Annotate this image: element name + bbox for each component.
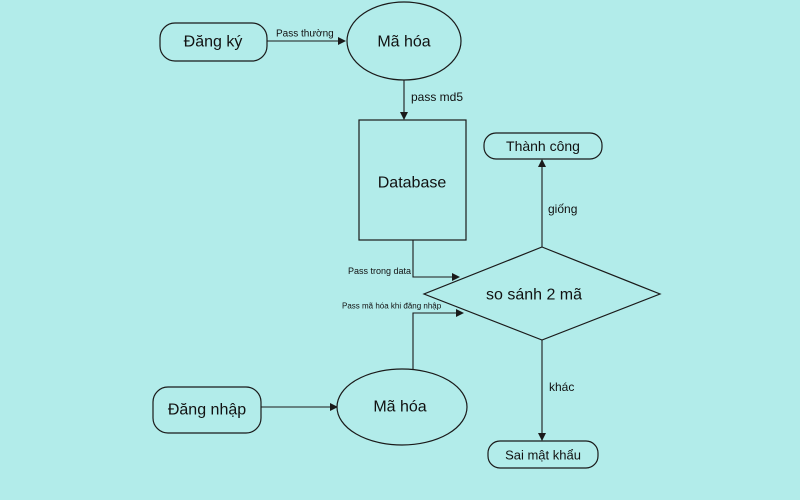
success-node-label: Thành công	[506, 138, 580, 154]
compare-decision-node-label: so sánh 2 mã	[486, 287, 582, 304]
nodes: Đăng ký Mã hóa Database Thành công so sá…	[152, 1, 662, 469]
database-node-label: Database	[378, 175, 447, 192]
wrong-password-node-label: Sai mật khẩu	[505, 448, 581, 463]
database-node	[358, 119, 467, 241]
encrypt-login-node-label: Mã hóa	[373, 399, 426, 416]
edge-labels: Pass thường pass md5 Pass trong data Pas…	[276, 29, 577, 395]
success-node	[483, 132, 603, 160]
edges	[261, 37, 546, 441]
encrypt-register-node	[346, 1, 462, 81]
edge-label-pass-encrypted-login: Pass mã hóa khi đăng nhập	[342, 302, 442, 311]
compare-decision-node	[422, 246, 662, 341]
encrypt-login-node	[336, 368, 468, 446]
register-node	[159, 22, 268, 62]
edge-label-pass-in-data: Pass trong data	[348, 266, 411, 276]
edge-login-encrypt-to-compare	[412, 309, 464, 369]
edge-label-pass-normal: Pass thường	[276, 29, 334, 40]
edge-label-pass-md5: pass md5	[411, 90, 463, 104]
wrong-password-node	[487, 440, 599, 469]
edge-database-to-compare	[412, 240, 460, 281]
login-node-label: Đăng nhập	[168, 402, 246, 419]
register-node-label: Đăng ký	[184, 34, 243, 51]
login-node	[152, 386, 262, 434]
encrypt-register-node-label: Mã hóa	[377, 34, 430, 51]
edge-label-same: giống	[548, 202, 577, 216]
edge-label-different: khác	[549, 380, 574, 394]
